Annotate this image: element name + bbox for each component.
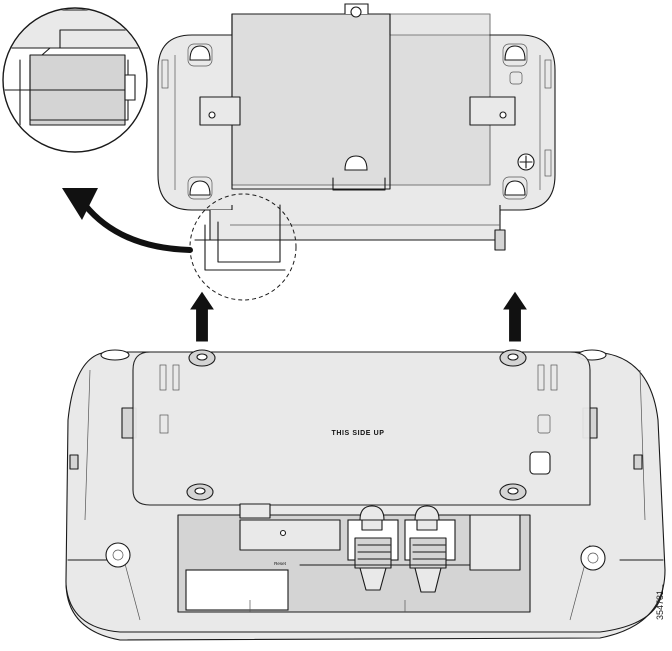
- up-arrow-top-left: [188, 289, 216, 343]
- this-side-up-label: THIS SIDE UP: [331, 430, 384, 437]
- ap-corner-hole: [580, 545, 606, 571]
- figure-number-text: 354781: [655, 589, 665, 620]
- callout-arrowhead: [62, 188, 98, 220]
- detail-source-circle: [189, 193, 297, 301]
- callout-arrow: [82, 202, 193, 253]
- mounting-bracket: [157, 3, 556, 251]
- ethernet-port-2: [404, 505, 456, 593]
- bracket-top-hole: [350, 6, 362, 18]
- ethernet-port-1: [347, 505, 399, 591]
- ap-label-area: [185, 569, 289, 611]
- ap-standoffs: [186, 349, 527, 501]
- ap-mounting-plate: [132, 351, 591, 506]
- reset-label: Reset: [274, 561, 287, 566]
- detail-callout: [2, 7, 297, 301]
- bracket-corner-holes: [187, 43, 528, 200]
- access-point: THIS SIDE UP Reset: [65, 349, 666, 641]
- up-arrow-top-right: [501, 289, 529, 343]
- ap-corner-hole: [105, 542, 131, 568]
